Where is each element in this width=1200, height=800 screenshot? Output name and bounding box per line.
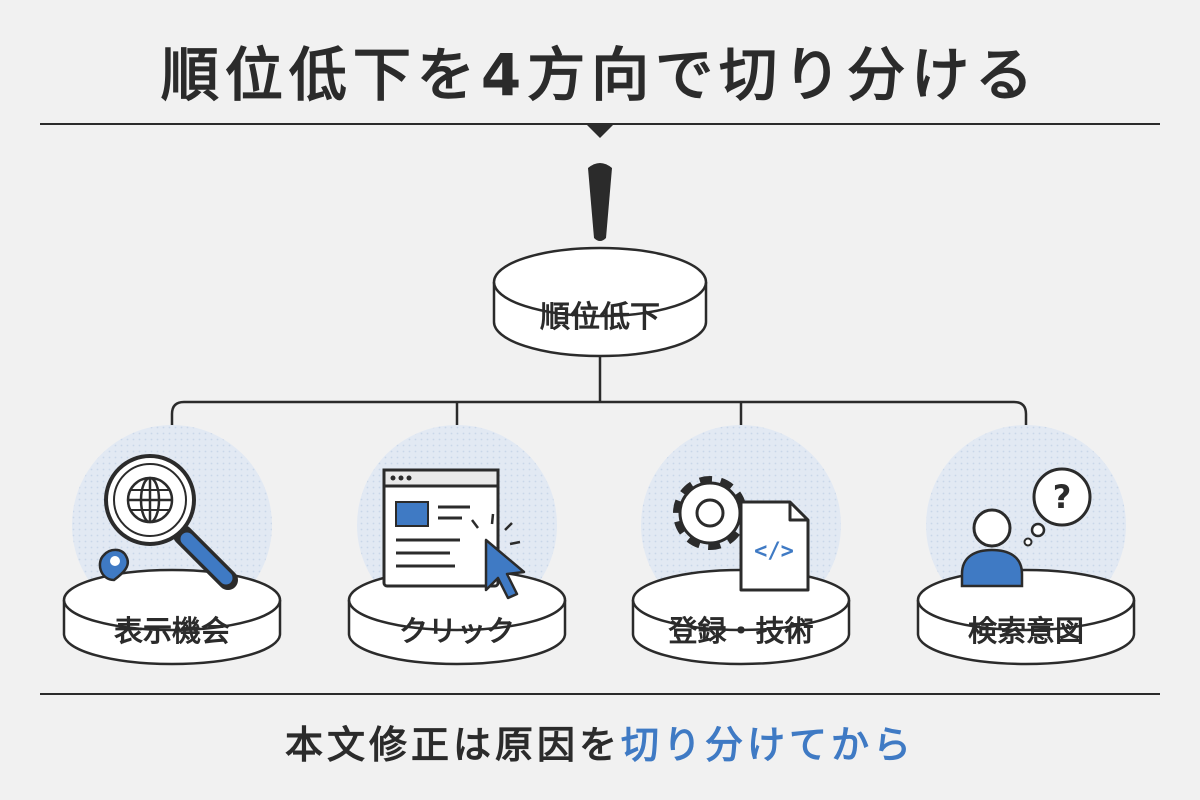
page-title: 順位低下を4方向で切り分ける [160, 41, 1040, 109]
center-label: 順位低下 [540, 300, 660, 335]
branch-visibility: 表示機会 [62, 425, 282, 666]
code-glyph: </> [754, 539, 794, 564]
magnifier-globe-pin-icon [98, 454, 238, 590]
branch-search-intent: ? 検索意図 [916, 425, 1136, 666]
connector-tree [170, 356, 1028, 440]
footer-accent: 切り分けてから [621, 723, 916, 767]
gear-icon [673, 476, 747, 550]
gear-code-document-icon: </> [673, 476, 810, 592]
branch-label-visibility: 表示機会 [114, 614, 230, 648]
question-glyph: ? [1053, 478, 1072, 516]
browser-cursor-click-icon [382, 468, 526, 600]
footer-lead: 本文修正は原因を [284, 723, 621, 767]
footer-message: 本文修正は原因を切り分けてから [0, 714, 1200, 769]
center-node: 順位低下 [492, 246, 708, 358]
branch-click: クリック [347, 425, 567, 666]
branch-label-indexing-technical: 登録・技術 [667, 614, 813, 648]
person-question-bubble-icon: ? [960, 467, 1092, 588]
branch-indexing-technical: </> 登録・技術 [631, 425, 851, 666]
branch-label-click: クリック [399, 614, 515, 648]
branch-label-search-intent: 検索意図 [968, 614, 1084, 648]
top-divider [40, 123, 1160, 138]
speech-bubble-icon: ? [1023, 467, 1092, 547]
